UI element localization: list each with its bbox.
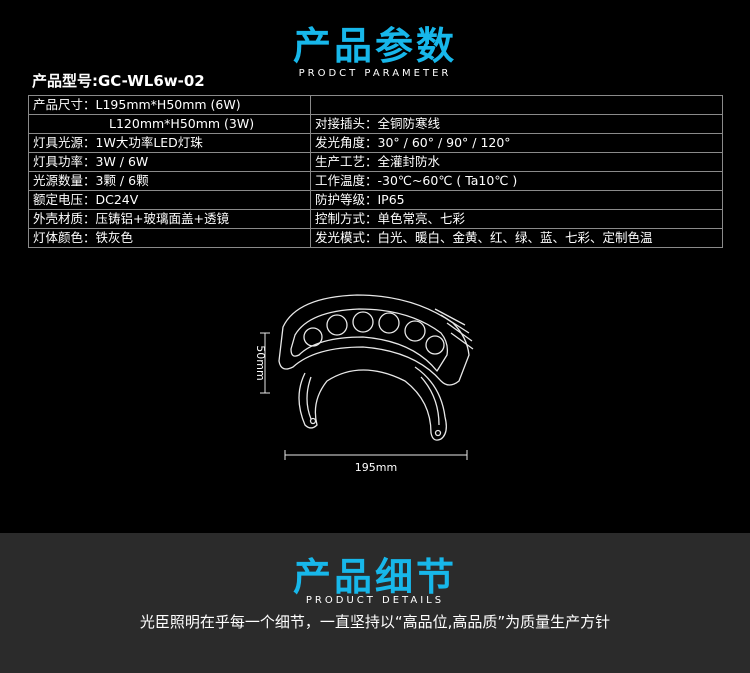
height-dimension-line xyxy=(260,332,270,394)
table-row: 产品尺寸：L195mm*H50mm (6W) xyxy=(28,95,723,115)
spec-cell: 对接插头：全铜防寒线 xyxy=(310,114,723,134)
details-subtitle: PRODUCT DETAILS xyxy=(305,595,445,606)
spec-cell: 防护等级：IP65 xyxy=(310,190,723,210)
spec-cell: 工作温度：-30℃~60℃ ( Ta10℃ ) xyxy=(310,171,723,191)
product-model: 产品型号:GC-WL6w-02 xyxy=(32,72,205,90)
spec-cell: 灯具光源：1W大功率LED灯珠 xyxy=(28,133,311,153)
table-row: 灯体颜色：铁灰色 发光模式：白光、暖白、金黄、红、绿、蓝、七彩、定制色温 xyxy=(28,228,723,248)
spec-cell: 灯体颜色：铁灰色 xyxy=(28,228,311,248)
spec-cell xyxy=(310,95,723,115)
details-band xyxy=(0,533,750,673)
parameter-subtitle: PRODCT PARAMETER xyxy=(298,68,452,79)
spec-cell: 外壳材质：压铸铝+玻璃面盖+透镜 xyxy=(28,209,311,229)
details-slogan: 光臣照明在乎每一个细节，一直坚持以“高品位,高品质”为质量生产方针 xyxy=(139,613,611,631)
width-dimension-line xyxy=(284,450,468,460)
led-beads xyxy=(303,311,445,355)
spec-cell: 额定电压：DC24V xyxy=(28,190,311,210)
parameter-title: 产品参数 xyxy=(292,24,457,68)
spec-cell: L120mm*H50mm (3W) xyxy=(28,114,311,134)
lamp-outline-icon xyxy=(278,294,474,441)
table-row: L120mm*H50mm (3W) 对接插头：全铜防寒线 xyxy=(28,114,723,134)
details-title: 产品细节 xyxy=(292,555,457,599)
spec-cell: 光源数量：3颗 / 6颗 xyxy=(28,171,311,191)
table-row: 额定电压：DC24V 防护等级：IP65 xyxy=(28,190,723,210)
spec-cell: 生产工艺：全灌封防水 xyxy=(310,152,723,172)
table-row: 光源数量：3颗 / 6颗 工作温度：-30℃~60℃ ( Ta10℃ ) xyxy=(28,171,723,191)
spec-cell: 灯具功率：3W / 6W xyxy=(28,152,311,172)
spec-cell: 产品尺寸：L195mm*H50mm (6W) xyxy=(28,95,311,115)
height-label: 50mm xyxy=(254,345,267,380)
table-row: 灯具光源：1W大功率LED灯珠 发光角度：30° / 60° / 90° / 1… xyxy=(28,133,723,153)
spec-cell: 发光模式：白光、暖白、金黄、红、绿、蓝、七彩、定制色温 xyxy=(310,228,723,248)
spec-table: 产品尺寸：L195mm*H50mm (6W) L120mm*H50mm (3W)… xyxy=(28,95,723,248)
table-row: 灯具功率：3W / 6W 生产工艺：全灌封防水 xyxy=(28,152,723,172)
table-row: 外壳材质：压铸铝+玻璃面盖+透镜 控制方式：单色常亮、七彩 xyxy=(28,209,723,229)
spec-cell: 控制方式：单色常亮、七彩 xyxy=(310,209,723,229)
spec-cell: 发光角度：30° / 60° / 90° / 120° xyxy=(310,133,723,153)
dimension-drawing: 50mm 195mm xyxy=(254,294,474,474)
width-label: 195mm xyxy=(355,461,397,474)
